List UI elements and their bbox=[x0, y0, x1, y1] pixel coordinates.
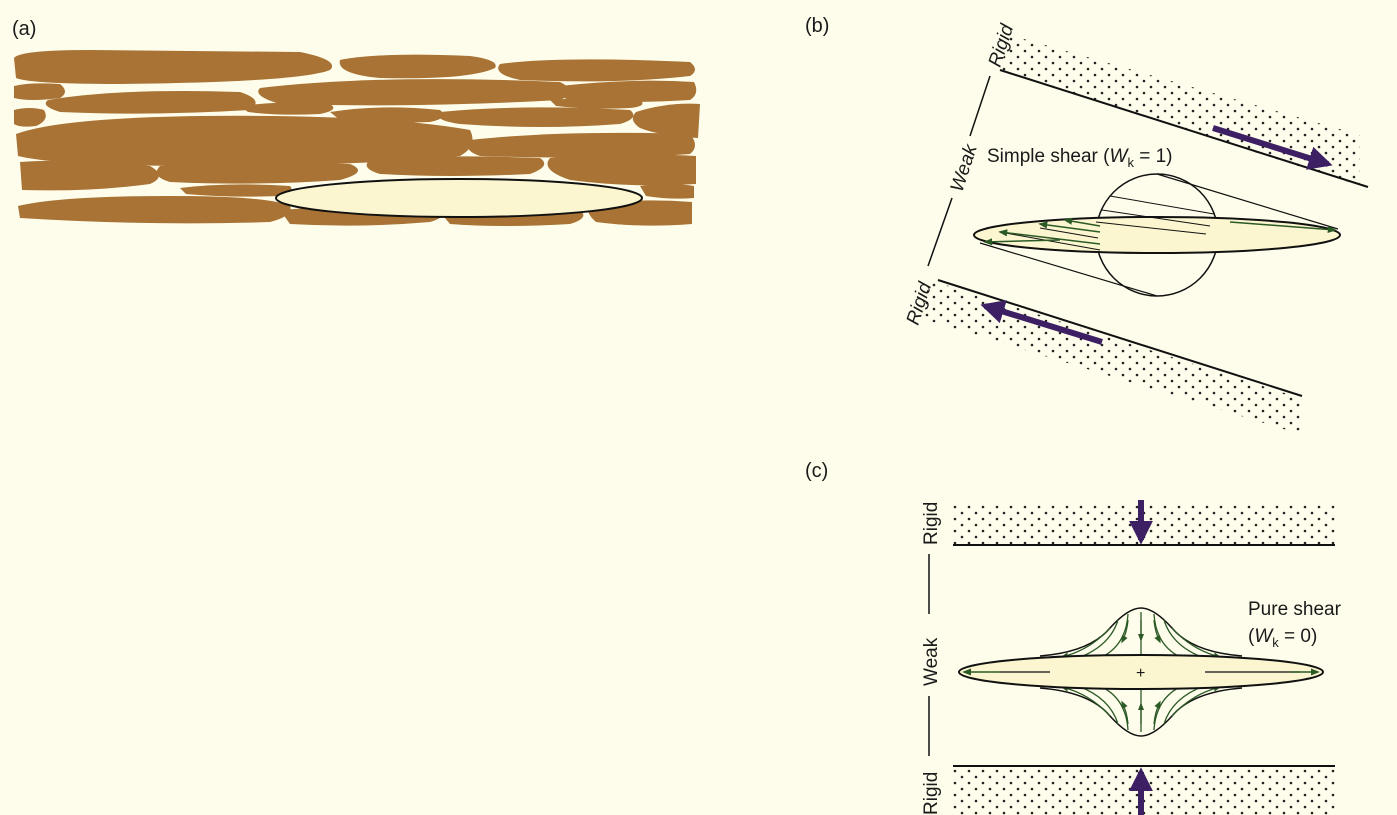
flow-arrow bbox=[983, 238, 1061, 246]
weak-inclusion bbox=[275, 178, 643, 218]
rigid-boundary-bottom bbox=[937, 279, 1303, 397]
hatch-lines bbox=[999, 195, 1215, 251]
rigid-label-bottom: Rigid bbox=[921, 772, 942, 815]
flow-line bbox=[1153, 685, 1183, 731]
flow-lines-bottom bbox=[1060, 685, 1222, 732]
flow-arrow bbox=[1038, 221, 1101, 233]
flow-arrow bbox=[1063, 217, 1101, 227]
grain bbox=[632, 103, 700, 138]
strain-outline-top bbox=[1039, 607, 1243, 657]
displacement-lines bbox=[979, 173, 1339, 297]
flow-line bbox=[1121, 700, 1129, 725]
grain bbox=[258, 79, 570, 106]
panel-c-label: (c) bbox=[805, 460, 828, 482]
flow-line bbox=[1171, 627, 1222, 659]
grain bbox=[45, 91, 256, 114]
strain-outline-bottom bbox=[1039, 687, 1243, 737]
flow-arrows bbox=[983, 217, 1337, 246]
flow-line bbox=[1099, 613, 1129, 659]
grain bbox=[18, 196, 291, 224]
flow-line bbox=[1121, 619, 1129, 644]
grain bbox=[467, 132, 695, 158]
grain bbox=[14, 108, 46, 127]
flow-line bbox=[1060, 627, 1111, 659]
panel-b-label: (b) bbox=[805, 15, 829, 37]
panel-a: (a) bbox=[12, 18, 700, 226]
grain bbox=[550, 98, 643, 109]
grain bbox=[547, 154, 696, 186]
flow-line bbox=[1153, 619, 1161, 644]
shear-arrow-bottom bbox=[980, 300, 1103, 345]
weak-label: Weak bbox=[921, 637, 942, 686]
grain bbox=[366, 156, 545, 176]
leader-line bbox=[969, 75, 991, 137]
leader-line bbox=[927, 197, 953, 267]
flow-arrow bbox=[1229, 221, 1337, 234]
panel-b: (b) Rigid Weak Rigid Simple shear (Wk = … bbox=[805, 15, 1369, 434]
grain bbox=[16, 115, 473, 166]
grain bbox=[14, 83, 65, 100]
grain bbox=[556, 80, 697, 102]
grain bbox=[180, 184, 292, 197]
flow-line bbox=[1171, 685, 1222, 717]
panel-a-label: (a) bbox=[12, 18, 36, 40]
pure-shear-caption-line1: Pure shear bbox=[1248, 599, 1342, 620]
grain bbox=[20, 160, 159, 191]
rigid-label-top: Rigid bbox=[921, 502, 942, 545]
grain bbox=[14, 50, 332, 84]
shear-arrow-top bbox=[1212, 125, 1333, 170]
grain bbox=[438, 107, 634, 127]
flow-line bbox=[1153, 700, 1161, 725]
grain bbox=[498, 59, 695, 82]
grain bbox=[339, 54, 496, 79]
flow-line bbox=[1099, 685, 1129, 731]
flattened-ellipse bbox=[958, 654, 1324, 690]
grain bbox=[640, 184, 694, 199]
simple-shear-caption: Simple shear (Wk = 1) bbox=[987, 146, 1173, 170]
rigid-block-bottom bbox=[920, 280, 1300, 434]
grain bbox=[156, 162, 358, 184]
weak-label: Weak bbox=[947, 141, 982, 195]
flow-arrow bbox=[998, 229, 1101, 245]
grain bbox=[240, 102, 334, 115]
pure-shear-caption-line2: (Wk = 0) bbox=[1248, 626, 1317, 650]
center-mark: + bbox=[1136, 665, 1145, 682]
flow-line bbox=[1153, 613, 1183, 659]
flow-line bbox=[1060, 685, 1111, 717]
flow-lines-top bbox=[1060, 612, 1222, 659]
panel-c: (c) Rigid Weak Rigid Pure shear (Wk = 0) bbox=[805, 460, 1342, 815]
